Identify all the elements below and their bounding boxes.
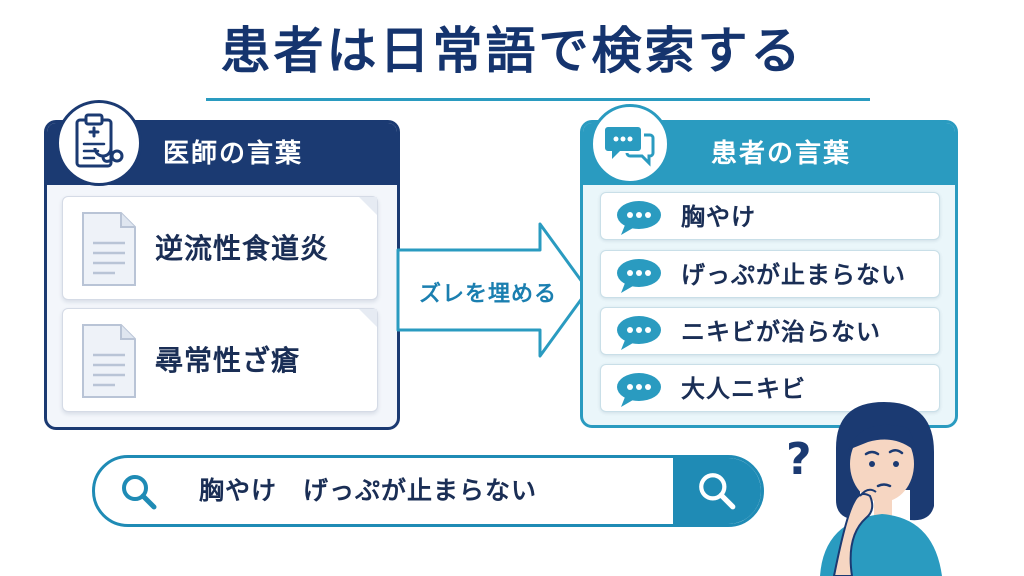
document-icon (82, 212, 136, 286)
search-bar[interactable]: 胸やけ げっぷが止まらない (92, 455, 764, 527)
doctor-term: 逆流性食道炎 (155, 232, 330, 265)
search-icon (699, 473, 736, 510)
patient-phrase: 胸やけ (681, 203, 756, 231)
page-title: 患者は日常語で検索する (220, 22, 804, 80)
chat-bubble-icon (617, 316, 661, 350)
chat-bubble-icon (617, 201, 661, 235)
patient-phrase: 大人ニキビ (681, 375, 806, 403)
chat-bubble-icon (617, 259, 661, 293)
title-area: 患者は日常語で検索する (0, 20, 1024, 82)
document-icon (82, 324, 136, 398)
confused-person-illustration: ? (786, 402, 942, 576)
patient-phrase-item: ニキビが治らない (600, 307, 940, 355)
arrow-label: ズレを埋める (418, 282, 557, 307)
search-query[interactable]: 胸やけ げっぷが止まらない (199, 476, 538, 505)
question-mark-icon: ? (786, 434, 812, 485)
patient-phrase-item: 胸やけ (600, 192, 940, 240)
right-arrow-icon (396, 222, 590, 358)
chat-bubble-icon (617, 373, 661, 407)
patient-phrase: ニキビが治らない (681, 318, 881, 346)
doctor-term-card: 尋常性ざ瘡 (62, 308, 378, 412)
patient-phrase: げっぷが止まらない (681, 261, 906, 289)
doctor-term: 尋常性ざ瘡 (155, 344, 301, 377)
title-underline (206, 98, 870, 101)
search-button[interactable] (673, 458, 761, 524)
clipboard-stethoscope-icon (56, 100, 142, 186)
doctor-term-card: 逆流性食道炎 (62, 196, 378, 300)
search-icon (122, 475, 157, 510)
chat-bubbles-icon (590, 104, 670, 184)
patient-phrase-item: げっぷが止まらない (600, 250, 940, 298)
